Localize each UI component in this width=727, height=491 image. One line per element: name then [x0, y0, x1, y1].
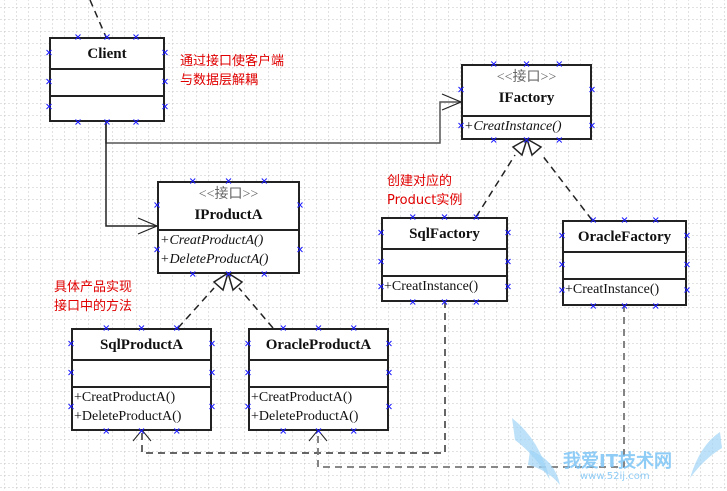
- class-sqlfactory[interactable]: SqlFactory +CreatInstance(): [381, 217, 508, 302]
- operation: +DeleteProductA(): [251, 409, 359, 424]
- class-client-name: Client: [87, 45, 127, 62]
- interface-ifactory[interactable]: <<接口>> IFactory +CreatInstance(): [461, 64, 592, 140]
- class-oraclefactory-name: OracleFactory: [577, 228, 672, 245]
- note-line: Product实例: [387, 193, 463, 208]
- class-sqlfactory-name: SqlFactory: [409, 225, 480, 242]
- operation: +DeleteProductA(): [74, 409, 182, 424]
- watermark-url: www.52ij.com: [580, 471, 650, 482]
- class-sqlproducta-name: SqlProductA: [99, 336, 184, 353]
- interface-ifactory-stereotype: <<接口>>: [496, 70, 557, 85]
- note-line: 通过接口使客户端: [180, 54, 285, 69]
- note-line: 具体产品实现: [54, 280, 133, 295]
- operation: +CreatInstance(): [384, 279, 479, 294]
- operation: +CreatInstance(): [464, 119, 562, 134]
- operation: +CreatProductA(): [251, 390, 353, 405]
- class-client[interactable]: Client: [49, 37, 165, 122]
- note-product-implements: 具体产品实现 接口中的方法: [54, 278, 132, 316]
- class-oraclefactory[interactable]: OracleFactory +CreatInstance(): [562, 220, 687, 306]
- operation: +CreatProductA(): [74, 390, 176, 405]
- note-line: 与数据层解耦: [180, 73, 259, 88]
- interface-iproducta[interactable]: <<接口>> IProductA +CreatProductA() +Delet…: [157, 181, 300, 274]
- class-sqlproducta[interactable]: SqlProductA +CreatProductA() +DeleteProd…: [71, 328, 212, 431]
- operation: +CreatInstance(): [565, 282, 660, 297]
- note-line: 接口中的方法: [54, 299, 133, 314]
- note-line: 创建对应的: [387, 174, 453, 189]
- class-oracleproducta-name: OracleProductA: [265, 336, 372, 353]
- class-client-attributes: [51, 70, 163, 97]
- watermark-title: 我爱IT技术网: [563, 451, 672, 472]
- operation: +DeleteProductA(): [160, 252, 269, 267]
- operation: +CreatProductA(): [160, 233, 264, 248]
- note-factory-creates: 创建对应的 Product实例: [387, 172, 462, 210]
- interface-ifactory-name: IFactory: [498, 90, 555, 106]
- interface-iproducta-name: IProductA: [194, 207, 263, 223]
- class-client-operations: [51, 97, 163, 120]
- class-oracleproducta[interactable]: OracleProductA +CreatProductA() +DeleteP…: [248, 328, 389, 431]
- interface-iproducta-stereotype: <<接口>>: [198, 187, 259, 202]
- note-client-decoupling: 通过接口使客户端 与数据层解耦: [180, 52, 284, 90]
